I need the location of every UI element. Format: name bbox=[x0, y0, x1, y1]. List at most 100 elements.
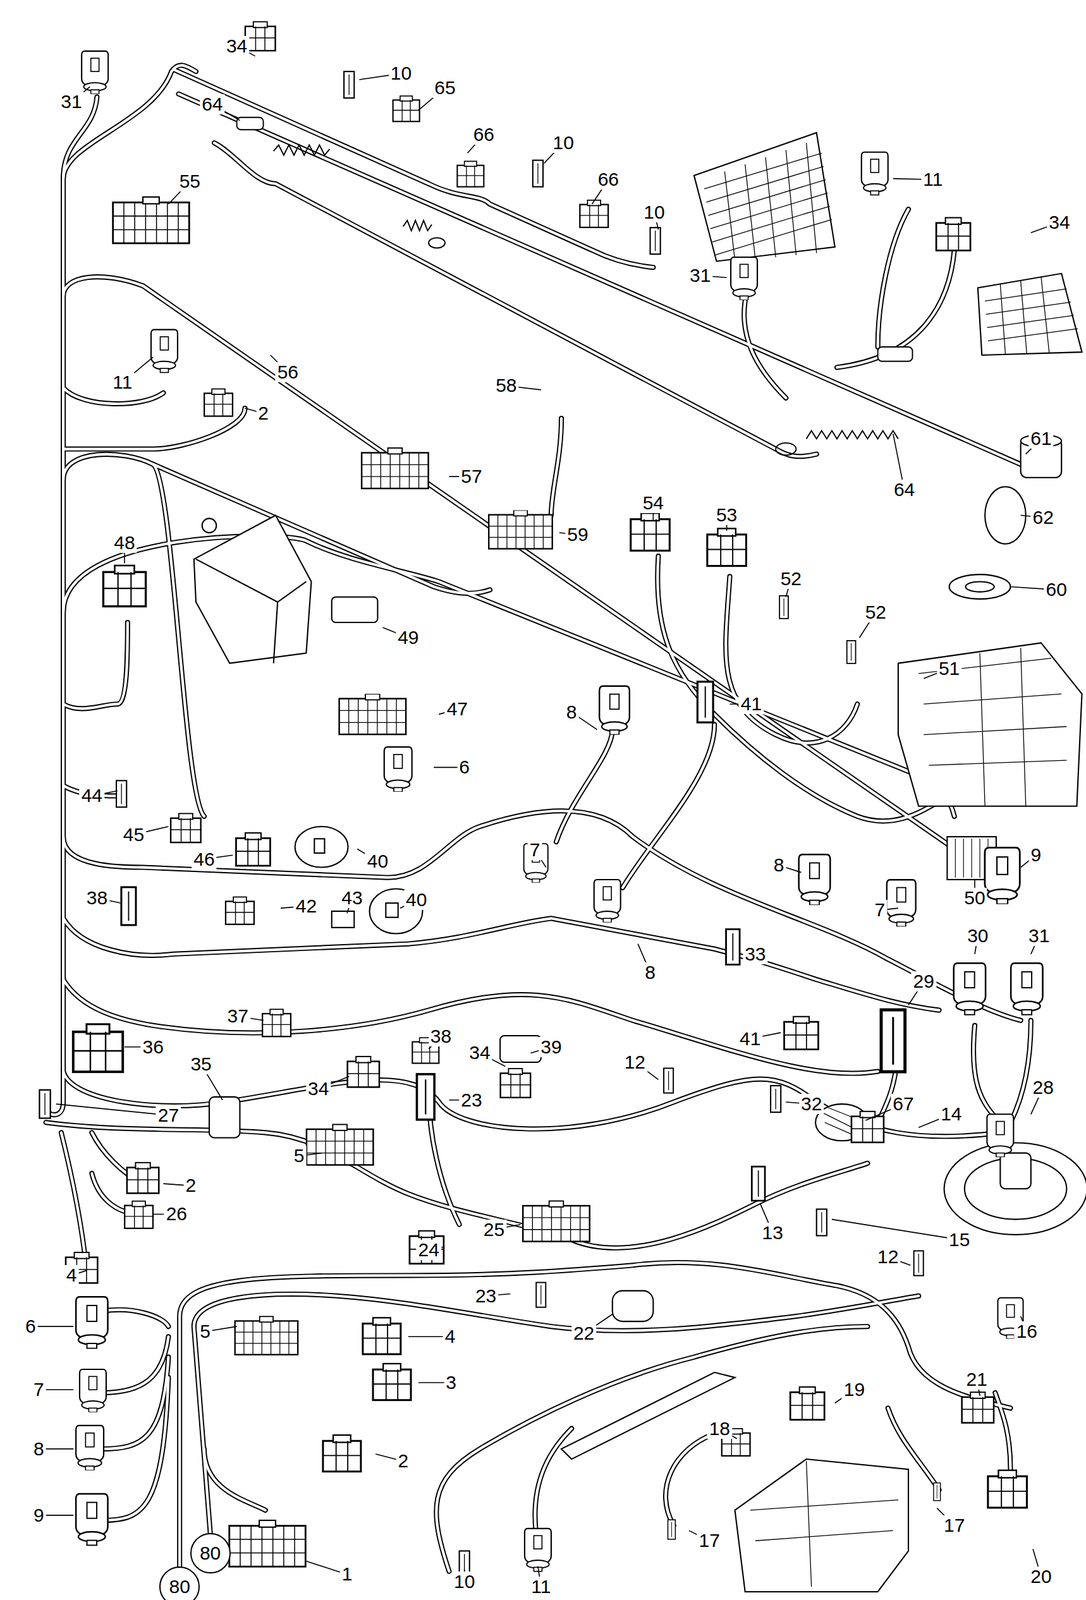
callout-number: 54 bbox=[640, 493, 666, 514]
callout-number: 9 bbox=[31, 1505, 47, 1526]
callout-number: 11 bbox=[921, 169, 945, 190]
callout-number: 57 bbox=[458, 466, 484, 487]
tail-lamps bbox=[694, 132, 1083, 356]
callout-number: 9 bbox=[1029, 845, 1044, 866]
callout-number: 12 bbox=[622, 1052, 648, 1073]
callout-number: 12 bbox=[875, 1247, 901, 1268]
callout-number: 7 bbox=[872, 900, 887, 921]
callout-number: 66 bbox=[596, 169, 621, 190]
callout-number: 52 bbox=[863, 602, 889, 623]
callout-number: 8 bbox=[771, 855, 787, 876]
circle-label: 80 bbox=[199, 1544, 221, 1564]
callout-number: 14 bbox=[938, 1104, 964, 1125]
callout-number: 30 bbox=[965, 926, 990, 947]
callout-number: 16 bbox=[1014, 1321, 1040, 1343]
callout-number: 6 bbox=[23, 1316, 38, 1337]
callout-number: 2 bbox=[395, 1451, 411, 1472]
callout-number: 46 bbox=[191, 849, 217, 870]
callout-number: 43 bbox=[339, 888, 365, 909]
callout-number: 58 bbox=[493, 375, 519, 396]
callout-number: 26 bbox=[164, 1204, 190, 1225]
callout-number: 10 bbox=[388, 63, 414, 84]
callout-number: 23 bbox=[473, 1286, 499, 1307]
callout-number: 48 bbox=[111, 532, 137, 554]
callout-number: 64 bbox=[199, 94, 225, 115]
callout-number: 3 bbox=[443, 1372, 459, 1394]
callout-number: 2 bbox=[256, 403, 271, 424]
callout-number: 66 bbox=[471, 124, 497, 145]
reference-circle: 80 bbox=[159, 1567, 200, 1600]
callout-number: 1 bbox=[340, 1564, 355, 1585]
callout-number: 42 bbox=[293, 896, 319, 917]
callout-number: 10 bbox=[641, 202, 667, 223]
callout-number: 34 bbox=[467, 1043, 492, 1064]
callout-number: 38 bbox=[428, 1026, 454, 1047]
callout-number: 29 bbox=[911, 971, 937, 992]
callout-number: 31 bbox=[58, 91, 84, 112]
callout-number: 13 bbox=[760, 1223, 786, 1244]
callout-number: 41 bbox=[738, 694, 764, 715]
callout-number: 44 bbox=[79, 785, 105, 806]
modules bbox=[194, 434, 1086, 1593]
callout-number: 64 bbox=[891, 479, 917, 501]
callout-number: 61 bbox=[1028, 428, 1054, 449]
callout-number: 34 bbox=[305, 1079, 331, 1100]
callout-number: 41 bbox=[737, 1029, 763, 1050]
callout-number: 7 bbox=[31, 1379, 47, 1401]
callout-number: 59 bbox=[565, 524, 590, 545]
callout-number: 21 bbox=[964, 1369, 990, 1391]
callout-number: 4 bbox=[64, 1265, 80, 1286]
callout-number: 8 bbox=[642, 962, 658, 983]
callout-number: 35 bbox=[188, 1054, 214, 1075]
reference-circle: 80 bbox=[190, 1533, 231, 1575]
callout-number: 10 bbox=[551, 132, 576, 153]
callout-number: 47 bbox=[445, 699, 470, 720]
callout-number: 36 bbox=[140, 1037, 166, 1058]
callout-number: 45 bbox=[121, 824, 147, 846]
callout-number: 53 bbox=[714, 505, 739, 526]
callout-number: 34 bbox=[224, 36, 250, 57]
callout-number: 24 bbox=[415, 1240, 441, 1261]
callout-number: 38 bbox=[84, 888, 110, 909]
callout-number: 60 bbox=[1043, 579, 1069, 600]
callout-number: 25 bbox=[481, 1220, 507, 1241]
callout-number: 2 bbox=[183, 1175, 199, 1196]
callout-number: 20 bbox=[1028, 1567, 1054, 1588]
callout-number: 19 bbox=[841, 1379, 867, 1401]
callout-number: 33 bbox=[742, 944, 768, 965]
callout-number: 4 bbox=[443, 1326, 458, 1348]
callout-number: 27 bbox=[156, 1105, 181, 1126]
wire-harness bbox=[46, 65, 1052, 1572]
callout-number: 5 bbox=[292, 1146, 307, 1167]
callout-number: 8 bbox=[564, 702, 580, 723]
callout-number: 11 bbox=[529, 1577, 553, 1598]
callout-number: 40 bbox=[403, 890, 429, 911]
callout-number: 17 bbox=[697, 1531, 722, 1552]
callout-number: 32 bbox=[799, 1094, 824, 1115]
callout-number: 17 bbox=[941, 1515, 967, 1537]
callout-number: 22 bbox=[571, 1323, 597, 1344]
leader-lines bbox=[30, 46, 1060, 1588]
callout-number: 31 bbox=[687, 265, 713, 286]
circle-label: 80 bbox=[168, 1577, 190, 1597]
connector-housings bbox=[39, 21, 1043, 1578]
callout-number: 15 bbox=[946, 1230, 972, 1251]
callout-number: 8 bbox=[31, 1439, 47, 1460]
callout-number: 50 bbox=[962, 888, 987, 909]
callout-number: 31 bbox=[1026, 926, 1052, 947]
callout-number: 7 bbox=[527, 840, 543, 861]
callout-number: 51 bbox=[936, 658, 962, 679]
callout-number: 23 bbox=[458, 1090, 484, 1111]
callout-number: 37 bbox=[225, 1006, 251, 1027]
callout-number: 62 bbox=[1030, 507, 1056, 528]
callout-number: 55 bbox=[177, 171, 203, 192]
callout-number: 40 bbox=[365, 851, 391, 872]
callout-number: 11 bbox=[110, 372, 135, 393]
callout-number: 18 bbox=[707, 1419, 733, 1440]
callout-number: 52 bbox=[778, 568, 804, 590]
springs bbox=[237, 117, 913, 456]
callout-number: 56 bbox=[275, 362, 301, 383]
